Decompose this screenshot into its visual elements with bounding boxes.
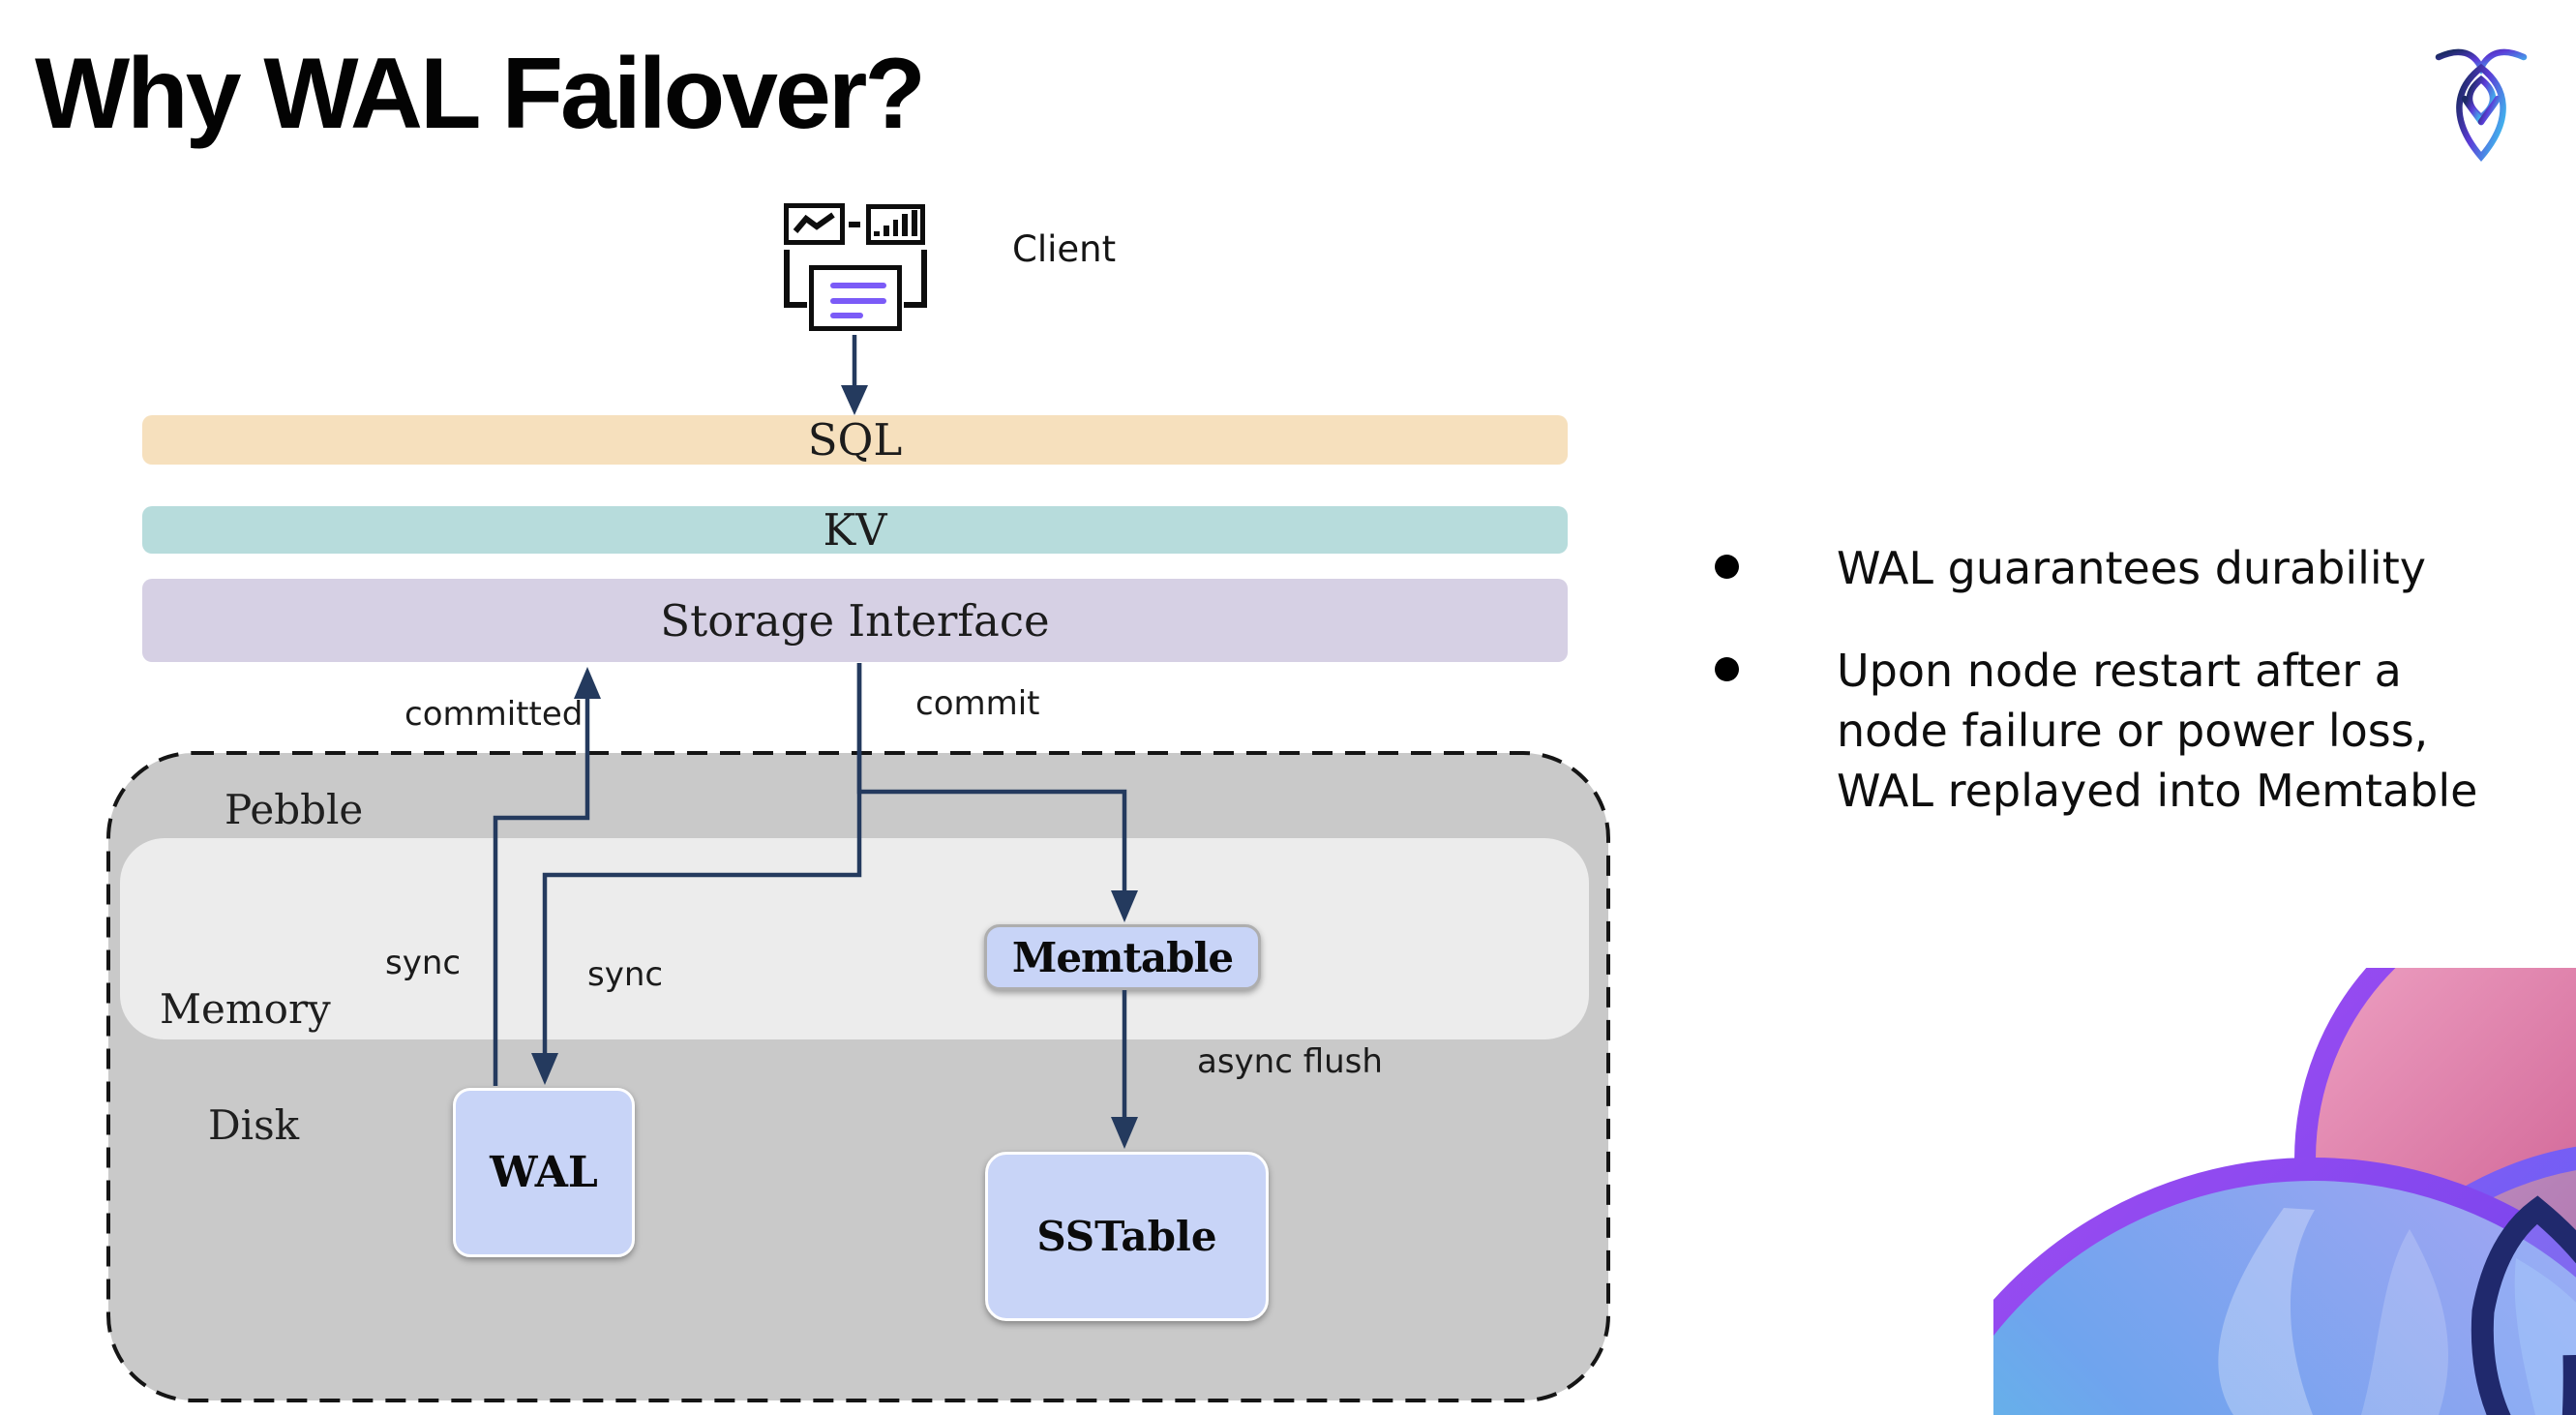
bullet-2-line-2: node failure or power loss,: [1837, 705, 2429, 757]
sstable-label: SSTable: [1036, 1213, 1217, 1260]
layer-bar-kv: KV: [142, 504, 1568, 556]
edge-label-sync-right: sync: [587, 955, 664, 994]
left-bracket-icon: [784, 250, 790, 308]
bullet-list: WAL guarantees durability Upon node rest…: [1715, 538, 2547, 863]
disk-label: Disk: [208, 1101, 300, 1149]
list-item: WAL guarantees durability: [1715, 538, 2547, 598]
sstable-node: SSTable: [985, 1152, 1269, 1321]
layer-label-storage-interface: Storage Interface: [660, 594, 1050, 647]
wal-node: WAL: [453, 1088, 635, 1257]
bullet-icon: [1715, 555, 1739, 579]
bullet-icon: [1715, 657, 1739, 681]
bullet-1-line-1: WAL guarantees durability: [1837, 542, 2426, 594]
edge-label-async-flush: async flush: [1197, 1042, 1383, 1081]
edge-label-commit: commit: [915, 684, 1040, 723]
bar-chart-icon: [866, 204, 925, 245]
bullet-2-line-1: Upon node restart after a: [1837, 645, 2402, 697]
right-bracket-icon: [921, 250, 927, 308]
list-item: Upon node restart after a node failure o…: [1715, 641, 2547, 821]
bullet-2-line-3: WAL replayed into Memtable: [1837, 765, 2478, 817]
memtable-node: Memtable: [984, 924, 1261, 990]
pebble-label: Pebble: [225, 786, 364, 833]
connector-dash: [849, 222, 860, 227]
memory-label: Memory: [160, 985, 331, 1033]
left-bracket-foot: [784, 302, 807, 308]
client-label: Client: [1012, 228, 1117, 270]
layer-bar-storage-interface: Storage Interface: [142, 579, 1568, 662]
wal-label: WAL: [490, 1148, 598, 1197]
memory-region: [120, 838, 1589, 1039]
client-device-icon: [782, 197, 929, 339]
layer-label-kv: KV: [823, 504, 887, 556]
page-title: Why WAL Failover?: [35, 38, 926, 150]
cockroachdb-logo-icon: [2435, 48, 2528, 163]
document-icon: [809, 265, 902, 331]
layer-bar-sql: SQL: [142, 414, 1568, 466]
right-bracket-foot: [904, 302, 927, 308]
line-chart-icon: [784, 203, 845, 245]
edge-label-committed: committed: [404, 695, 584, 734]
layer-label-sql: SQL: [807, 414, 903, 466]
brand-art-graphic: [1993, 968, 2576, 1415]
edge-label-sync-left: sync: [385, 944, 462, 982]
memtable-label: Memtable: [1011, 933, 1234, 981]
